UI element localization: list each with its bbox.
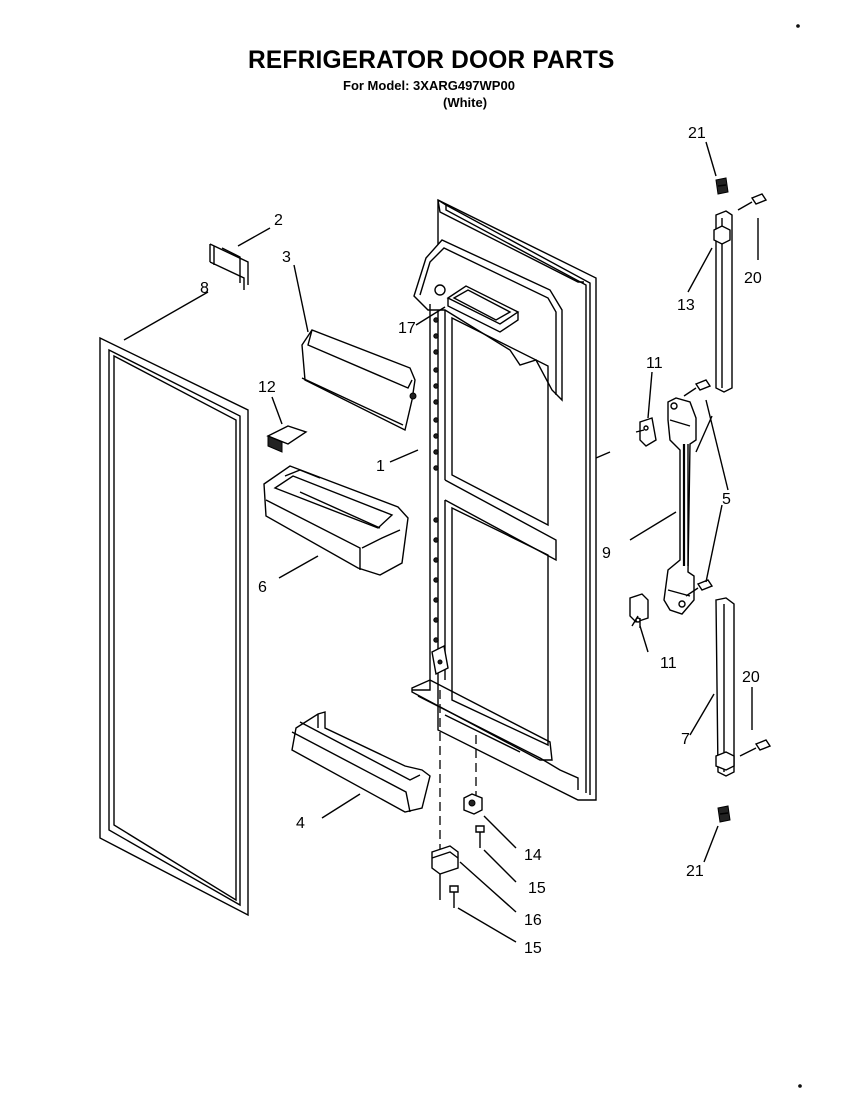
callout-15-upper: 15 (528, 880, 546, 897)
callout-16: 16 (524, 912, 542, 929)
part-11-spacer-upper (635, 417, 657, 447)
part-21-end-cap-upper (715, 177, 729, 195)
part-7-handle-trim-lower (715, 597, 735, 777)
callout-6: 6 (258, 579, 267, 596)
callout-7: 7 (681, 731, 690, 748)
callout-3: 3 (282, 249, 291, 266)
callout-15-lower: 15 (524, 940, 542, 957)
callout-21-upper: 21 (688, 125, 706, 142)
callout-17: 17 (398, 320, 416, 337)
part-17-dispenser-recess (446, 285, 520, 333)
diagram-header: REFRIGERATOR DOOR PARTS For Model: 3XARG… (0, 0, 864, 120)
callout-20-upper: 20 (744, 270, 762, 287)
callout-12: 12 (258, 379, 276, 396)
part-2-bracket (209, 243, 249, 290)
door-shelf-holes (433, 317, 439, 643)
part-9-handle (663, 397, 697, 615)
part-13-handle-trim-upper (713, 210, 733, 393)
callout-21-lower: 21 (686, 863, 704, 880)
callout-11-upper: 11 (646, 355, 663, 372)
page-title: REFRIGERATOR DOOR PARTS (248, 46, 615, 74)
callout-labels: 2 8 3 12 1 17 6 4 21 20 13 11 5 9 11 20 … (200, 125, 762, 957)
scan-specks (796, 24, 802, 1088)
model-line: For Model: 3XARG497WP00 (343, 78, 515, 93)
callout-20-lower: 20 (742, 669, 760, 686)
callout-5: 5 (722, 491, 731, 508)
lower-hinge-hardware (431, 690, 485, 908)
part-20-screw-upper (737, 193, 768, 211)
part-4-lower-bin (291, 711, 431, 813)
part-11-spacer-lower (629, 593, 649, 628)
part-5-screws (683, 379, 714, 597)
part-21-end-cap-lower (717, 805, 731, 823)
callout-2: 2 (274, 212, 283, 229)
part-8-door-gasket (99, 336, 249, 917)
callout-11-lower: 11 (660, 655, 677, 672)
callout-4: 4 (296, 815, 305, 832)
callout-13: 13 (677, 297, 695, 314)
leader-lines (123, 141, 759, 943)
part-12-clip (266, 425, 308, 453)
color-line: (White) (443, 95, 488, 110)
part-20-screw-lower (739, 739, 772, 757)
part-1-door-panel (411, 198, 597, 801)
callout-1: 1 (376, 458, 385, 475)
part-3-dairy-door (301, 329, 417, 432)
part-6-door-bin (263, 465, 409, 576)
callout-8: 8 (200, 280, 209, 297)
callout-14: 14 (524, 847, 542, 864)
callout-9: 9 (602, 545, 611, 562)
